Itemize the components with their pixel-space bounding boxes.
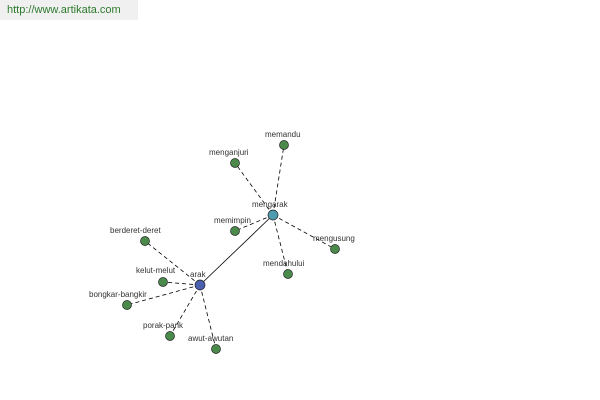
node-menganjuri[interactable] <box>230 158 240 168</box>
node-porak-parik[interactable] <box>165 331 175 341</box>
node-label-arak[interactable]: arak <box>190 270 207 279</box>
node-label-memandu[interactable]: memandu <box>265 130 301 139</box>
edge-arak-kelut-melut <box>162 281 201 286</box>
edge-arak-porak-parik <box>169 284 201 337</box>
node-arak[interactable] <box>194 279 206 291</box>
edge-arak-awut-awutan <box>199 284 217 350</box>
node-label-memimpin[interactable]: memimpin <box>214 216 251 225</box>
url-bar: http://www.artikata.com <box>0 0 138 20</box>
node-label-kelut-melut[interactable]: kelut-melut <box>136 266 176 275</box>
node-kelut-melut[interactable] <box>158 277 168 287</box>
edge-mengarak-menganjuri <box>234 162 274 216</box>
node-memandu[interactable] <box>279 140 289 150</box>
edge-mengarak-mengusung <box>272 214 336 250</box>
node-label-mengarak[interactable]: mengarak <box>252 200 289 209</box>
edge-arak-berderet-deret <box>144 240 201 286</box>
edge-mengarak-memandu <box>272 144 285 216</box>
node-label-porak-parik[interactable]: porak-parik <box>143 321 184 330</box>
node-mengusung[interactable] <box>330 244 340 254</box>
node-label-mendahului[interactable]: mendahului <box>263 259 305 268</box>
node-label-mengusung[interactable]: mengusung <box>313 234 355 243</box>
edge-arak-mengarak <box>199 214 274 286</box>
node-awut-awutan[interactable] <box>211 344 221 354</box>
node-label-menganjuri[interactable]: menganjuri <box>209 148 249 157</box>
site-url-link[interactable]: http://www.artikata.com <box>7 4 121 16</box>
node-mendahului[interactable] <box>283 269 293 279</box>
edge-arak-bongkar-bangkir <box>126 284 201 306</box>
node-bongkar-bangkir[interactable] <box>122 300 132 310</box>
node-label-bongkar-bangkir[interactable]: bongkar-bangkir <box>89 290 147 299</box>
graph-edges <box>126 144 336 350</box>
node-memimpin[interactable] <box>230 226 240 236</box>
node-label-awut-awutan[interactable]: awut-awutan <box>188 334 233 343</box>
edge-mengarak-mendahului <box>272 214 289 275</box>
node-label-berderet-deret[interactable]: berderet-deret <box>110 226 161 235</box>
graph-nodes: arak mengarak memandu menganjuri memimpin men… <box>89 130 355 354</box>
node-berderet-deret[interactable] <box>140 236 150 246</box>
node-mengarak[interactable] <box>267 209 279 221</box>
